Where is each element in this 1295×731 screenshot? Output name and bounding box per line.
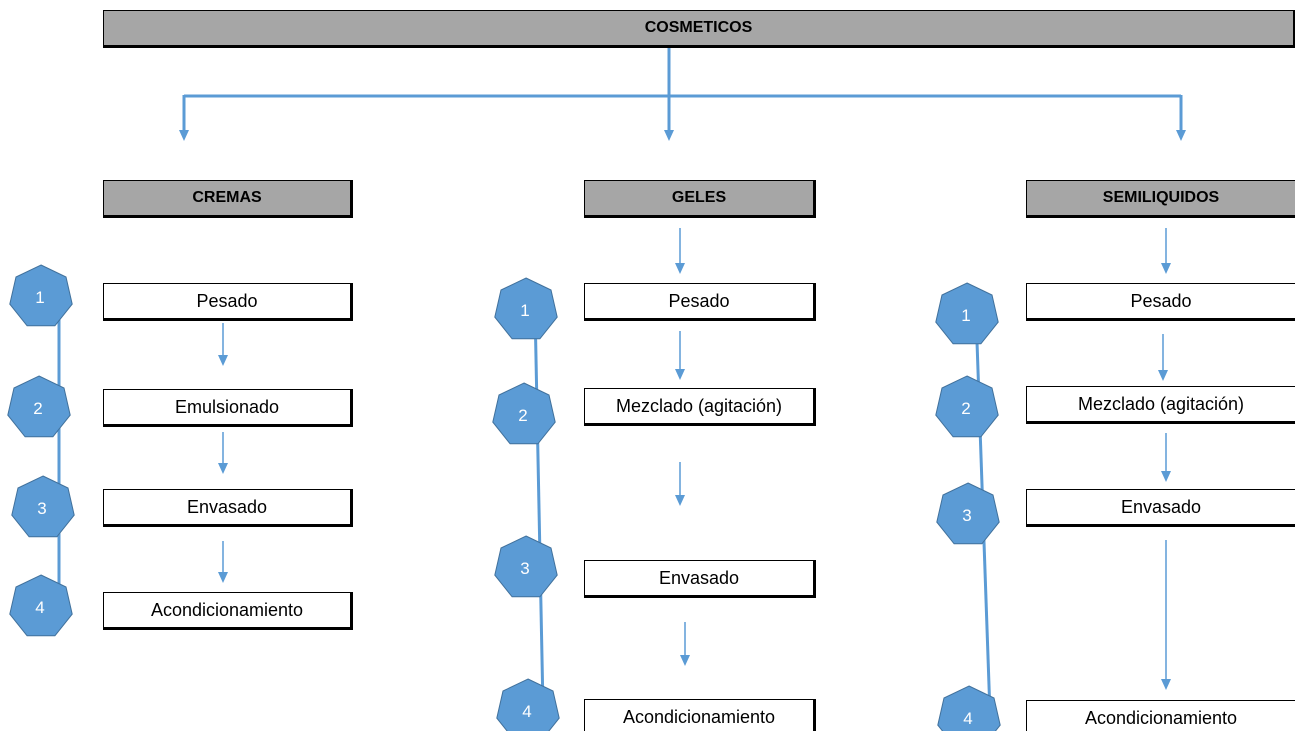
- step-box-semiliquidos-2: Mezclado (agitación): [1026, 386, 1295, 424]
- arrow-to-geles-head: [664, 130, 674, 141]
- arrow-cremas-2-3-head: [218, 463, 228, 474]
- step-marker-cremas-1: [9, 264, 73, 327]
- step-marker-semiliquidos-2: [935, 375, 999, 438]
- step-number-semiliquidos-4: 4: [963, 709, 973, 728]
- arrow-cremas-3-4-head: [218, 572, 228, 583]
- arrow-geles-3-4-head: [680, 655, 690, 666]
- geles-marker-spine: [533, 307, 545, 709]
- step-box-cremas-2: Emulsionado: [103, 389, 353, 427]
- step-number-cremas-1: 1: [35, 288, 45, 307]
- step-number-cremas-2: 2: [33, 399, 43, 418]
- step-box-geles-2: Mezclado (agitación): [584, 388, 816, 426]
- step-box-semiliquidos-3: Envasado: [1026, 489, 1295, 527]
- step-marker-cremas-2: [7, 375, 71, 438]
- step-box-geles-4: Acondicionamiento: [584, 699, 816, 731]
- step-marker-geles-2: [492, 382, 556, 445]
- step-number-semiliquidos-2: 2: [961, 399, 971, 418]
- step-number-geles-4: 4: [522, 702, 532, 721]
- category-header-semiliquidos: SEMILIQUIDOS: [1026, 180, 1295, 218]
- category-header-cremas: CREMAS: [103, 180, 353, 218]
- step-number-geles-3: 3: [520, 559, 530, 578]
- step-marker-geles-1: [494, 277, 558, 340]
- step-number-cremas-3: 3: [37, 499, 47, 518]
- arrow-geles-1-2-head: [675, 369, 685, 380]
- arrow-geles-2-3-head: [675, 495, 685, 506]
- step-marker-geles-3: [494, 535, 558, 598]
- step-box-geles-3: Envasado: [584, 560, 816, 598]
- step-box-cremas-1: Pesado: [103, 283, 353, 321]
- arrow-cremas-1-2-head: [218, 355, 228, 366]
- arrow-semiliquidos-1-2-head: [1158, 370, 1168, 381]
- arrow-semiliquidos-2-3-head: [1161, 471, 1171, 482]
- step-box-semiliquidos-1: Pesado: [1026, 283, 1295, 321]
- step-number-semiliquidos-3: 3: [962, 506, 972, 525]
- arrow-to-semiliquidos-head: [1176, 130, 1186, 141]
- title-header: COSMETICOS: [103, 10, 1295, 48]
- step-number-geles-2: 2: [518, 406, 528, 425]
- arrow-geles-h-1-head: [675, 263, 685, 274]
- step-box-cremas-3: Envasado: [103, 489, 353, 527]
- step-box-geles-1: Pesado: [584, 283, 816, 321]
- arrow-to-cremas-head: [179, 130, 189, 141]
- step-box-cremas-4: Acondicionamiento: [103, 592, 353, 630]
- step-number-geles-1: 1: [520, 301, 530, 320]
- step-marker-cremas-4: [9, 574, 73, 637]
- arrow-semiliquidos-3-4-head: [1161, 679, 1171, 690]
- step-marker-semiliquidos-4: [937, 685, 1001, 731]
- step-marker-semiliquidos-3: [936, 482, 1000, 545]
- step-marker-cremas-3: [11, 475, 75, 538]
- step-marker-semiliquidos-1: [935, 282, 999, 345]
- category-header-geles: GELES: [584, 180, 816, 218]
- step-marker-geles-4: [496, 678, 560, 731]
- step-box-semiliquidos-4: Acondicionamiento: [1026, 700, 1295, 731]
- step-number-semiliquidos-1: 1: [961, 306, 971, 325]
- arrow-semiliquidos-h-1-head: [1161, 263, 1171, 274]
- step-number-cremas-4: 4: [35, 598, 45, 617]
